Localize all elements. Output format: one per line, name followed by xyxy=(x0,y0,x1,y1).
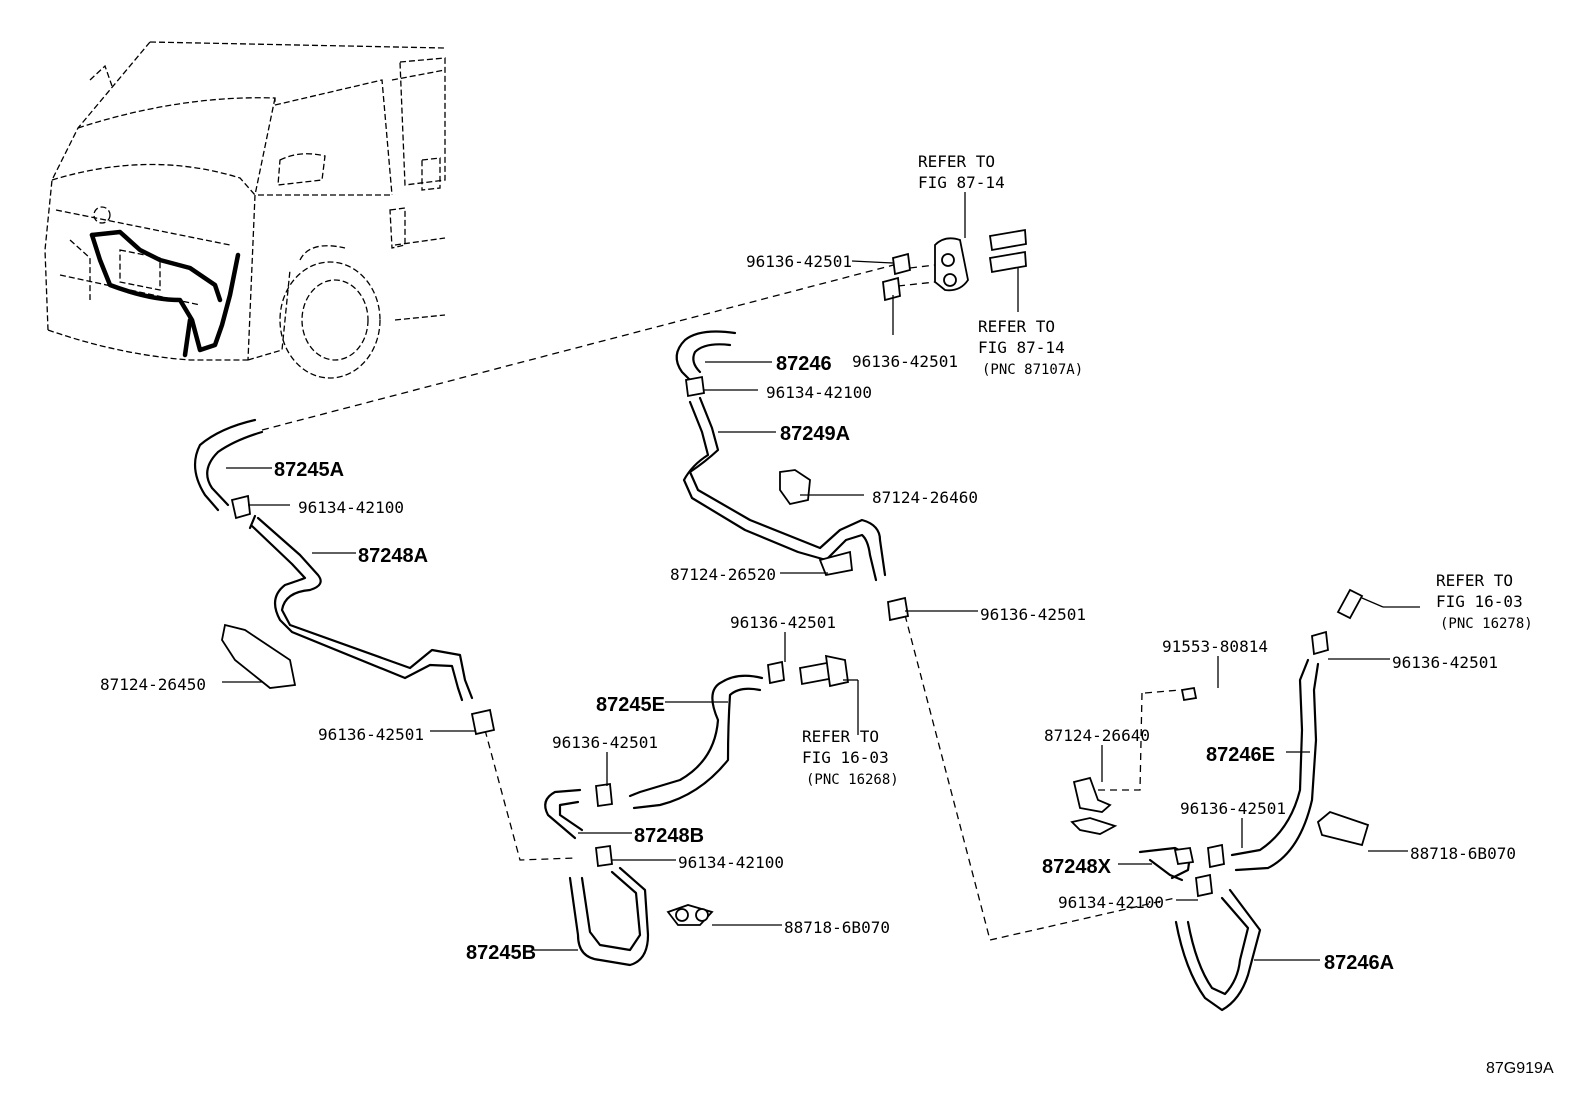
bracket-87124-26520-shape xyxy=(818,550,853,577)
label-87248B: 87248B xyxy=(634,825,704,847)
hose-87246-shape xyxy=(675,330,737,382)
label-87245A: 87245A xyxy=(274,459,344,481)
hose-87245B-shape xyxy=(568,866,650,967)
bracket-88718-6B070-b-shape xyxy=(1316,810,1370,847)
bracket-87124-26460-shape xyxy=(779,469,811,506)
bracket-87124-26450-shape xyxy=(221,623,297,689)
heater-pipe-16268-shape xyxy=(799,654,850,688)
label-87124-26640: 87124-26640 xyxy=(1044,726,1150,745)
leader-dashed-lines xyxy=(261,261,1181,941)
label-88718-6B070-b: 88718-6B070 xyxy=(1410,844,1516,863)
label-96136-42501-b: 96136-42501 xyxy=(852,352,958,371)
hose-87248A-shape xyxy=(248,514,474,702)
label-96134-42100-b: 96134-42100 xyxy=(298,498,404,517)
label-96134-42100-d: 96134-42100 xyxy=(1058,893,1164,912)
label-87246E: 87246E xyxy=(1206,744,1275,766)
label-96136-42501-f: 96136-42501 xyxy=(552,733,658,752)
bracket-88718-6B070-a-shape xyxy=(666,904,714,926)
clamp-96136-42501-c-shape xyxy=(767,660,785,685)
hose-87246E-shape xyxy=(1230,658,1320,872)
clamp-96136-42501-e-shape xyxy=(470,708,496,736)
clamp-96134-42100-c-shape xyxy=(595,844,613,868)
pipe-16278-shape xyxy=(1336,588,1364,620)
label-96134-42100-a: 96134-42100 xyxy=(766,383,872,402)
wiring-harness-route xyxy=(89,229,241,358)
ref-16-03-a-line3: (PNC 16278) xyxy=(1440,616,1533,632)
label-87124-26460: 87124-26460 xyxy=(872,488,978,507)
clamp-96136-42501-f-shape xyxy=(595,782,613,808)
label-87246: 87246 xyxy=(776,353,832,375)
hose-87249A-shape xyxy=(682,396,887,582)
ref-16-03-b-line2: FIG 16-03 xyxy=(802,748,889,767)
label-91553-80814: 91553-80814 xyxy=(1162,637,1268,656)
bolt-91553-80814-shape xyxy=(1180,686,1198,702)
clamp-96134-42100-b-shape xyxy=(230,494,251,520)
hose-87248B-shape xyxy=(544,788,584,840)
diagram-id: 87G919A xyxy=(1486,1060,1554,1077)
ref-16-03-a-line2: FIG 16-03 xyxy=(1436,592,1523,611)
clamp-96136-42501-h-shape xyxy=(1207,843,1225,869)
reference-87-14-b: REFER TO FIG 87-14 (PNC 87107A) xyxy=(978,317,1083,378)
ref-87-14-a-line1: REFER TO xyxy=(918,152,995,171)
label-87245B: 87245B xyxy=(466,942,536,964)
label-96134-42100-c: 96134-42100 xyxy=(678,853,784,872)
vehicle-illustration xyxy=(44,41,446,379)
clamp-96134-42100-d-shape xyxy=(1195,873,1213,898)
clamp-96134-42100-a-shape xyxy=(685,375,705,398)
label-87124-26450: 87124-26450 xyxy=(100,675,206,694)
label-96136-42501-e: 96136-42501 xyxy=(318,725,424,744)
label-87248X: 87248X xyxy=(1042,856,1112,878)
label-87249A: 87249A xyxy=(780,423,850,445)
leader-lines xyxy=(222,192,1420,961)
label-87124-26520: 87124-26520 xyxy=(670,565,776,584)
label-88718-6B070-a: 88718-6B070 xyxy=(784,918,890,937)
label-87246A: 87246A xyxy=(1324,952,1394,974)
hose-87245A-shape xyxy=(193,418,264,512)
clamp-96136-42501-d-shape xyxy=(887,596,910,622)
label-87248A: 87248A xyxy=(358,545,428,567)
heater-unit-ports-shape xyxy=(934,228,1027,292)
label-96136-42501-h: 96136-42501 xyxy=(1180,799,1286,818)
ref-16-03-b-line1: REFER TO xyxy=(802,727,879,746)
label-87245E: 87245E xyxy=(596,694,665,716)
ref-87-14-b-line3: (PNC 87107A) xyxy=(982,362,1083,378)
label-96136-42501-d: 96136-42501 xyxy=(980,605,1086,624)
clamp-96136-42501-a-shape xyxy=(892,252,911,276)
bracket-87124-26640-shape xyxy=(1070,776,1118,835)
ref-16-03-a-line1: REFER TO xyxy=(1436,571,1513,590)
label-96136-42501-c: 96136-42501 xyxy=(730,613,836,632)
ref-87-14-b-line1: REFER TO xyxy=(978,317,1055,336)
reference-16-03-a: REFER TO FIG 16-03 (PNC 16278) xyxy=(1436,571,1533,632)
clamp-96136-42501-b-shape xyxy=(882,276,901,302)
ref-16-03-b-line3: (PNC 16268) xyxy=(806,772,899,788)
label-96136-42501-g: 96136-42501 xyxy=(1392,653,1498,672)
hose-87245E-shape xyxy=(628,674,764,810)
label-96136-42501-a: 96136-42501 xyxy=(746,252,852,271)
hose-87246A-shape xyxy=(1174,888,1262,1012)
hose-87248X-shape xyxy=(1138,846,1195,882)
reference-16-03-b: REFER TO FIG 16-03 (PNC 16268) xyxy=(802,727,899,788)
reference-87-14-a: REFER TO FIG 87-14 xyxy=(918,152,1005,192)
ref-87-14-b-line2: FIG 87-14 xyxy=(978,338,1065,357)
clamp-96136-42501-g-shape xyxy=(1311,630,1329,656)
ref-87-14-a-line2: FIG 87-14 xyxy=(918,173,1005,192)
